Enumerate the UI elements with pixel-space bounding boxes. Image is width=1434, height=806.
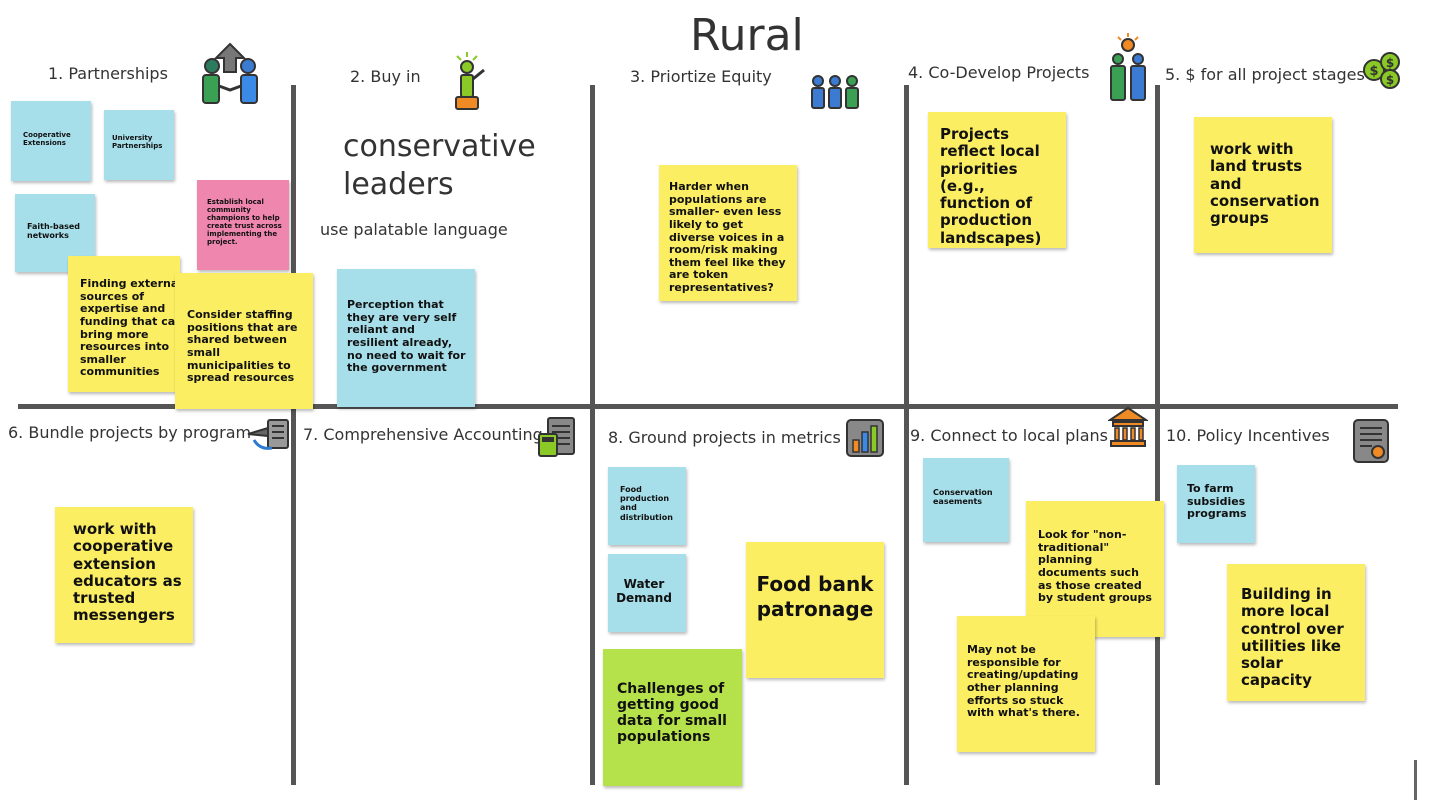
calculator-icon [538, 417, 575, 457]
header-connect-local-plans: 9. Connect to local plans [910, 426, 1108, 445]
divider-vertical-3 [904, 85, 909, 785]
sticky-note-external-sources[interactable]: Finding external sources of expertise an… [68, 256, 180, 392]
sticky-note-extension-educators[interactable]: work with cooperative extension educator… [55, 507, 193, 643]
sticky-note-not-responsible[interactable]: May not be responsible for creating/upda… [957, 616, 1095, 752]
divider-horizontal [18, 404, 1398, 409]
sticky-note-staffing-positions[interactable]: Consider staffing positions that are sha… [175, 273, 313, 409]
header-prioritize-equity: 3. Priortize Equity [630, 67, 772, 86]
policy-document-icon [1353, 419, 1389, 463]
svg-text:$: $ [1386, 73, 1394, 87]
leader-icon [455, 52, 485, 110]
sticky-note-food-production[interactable]: Food production and distribution [608, 467, 686, 545]
handshake-icon [202, 42, 258, 104]
sticky-note-solar-capacity[interactable]: Building in more local control over util… [1227, 564, 1365, 701]
sticky-note-self-reliant[interactable]: Perception that they are very self relia… [337, 269, 475, 407]
divider-vertical-4 [1155, 85, 1160, 785]
board-title: Rural [690, 10, 804, 61]
sticky-note-university-partnerships[interactable]: University Partnerships [104, 110, 174, 180]
sticky-note-cooperative-extensions[interactable]: Cooperative Extensions [11, 101, 91, 181]
header-partnerships: 1. Partnerships [48, 64, 168, 83]
header-funding-stages: 5. $ for all project stages [1165, 65, 1365, 84]
header-bundle-projects: 6. Bundle projects by program [8, 423, 252, 442]
divider-vertical-2 [590, 85, 595, 785]
header-buy-in: 2. Buy in [350, 67, 421, 86]
sticky-note-conservation-easements[interactable]: Conservation easements [923, 458, 1009, 542]
sticky-note-farm-subsidies[interactable]: To farm subsidies programs [1177, 465, 1255, 543]
header-comprehensive-accounting: 7. Comprehensive Accounting [303, 425, 543, 444]
money-coins-icon: $ $ $ [1363, 52, 1400, 89]
svg-text:$: $ [1386, 56, 1394, 70]
sticky-note-water-demand[interactable]: Water Demand [608, 554, 686, 632]
sticky-note-harder-when-smaller[interactable]: Harder when populations are smaller- eve… [659, 165, 797, 301]
divider-vertical-1 [291, 85, 296, 785]
sticky-note-local-champions[interactable]: Establish local community champions to h… [197, 180, 289, 270]
header-policy-incentives: 10. Policy Incentives [1166, 426, 1330, 445]
sticky-note-challenges-data[interactable]: Challenges of getting good data for smal… [603, 649, 742, 786]
sticky-note-food-bank[interactable]: Food bank patronage [746, 542, 884, 678]
canvas-scrollbar[interactable] [1414, 760, 1417, 800]
government-building-icon [1108, 406, 1148, 447]
people-group-icon [811, 75, 859, 109]
lightbulb-people-icon [1110, 33, 1146, 101]
paint-roller-icon [247, 419, 289, 450]
header-ground-metrics: 8. Ground projects in metrics [608, 428, 841, 447]
bar-chart-icon [846, 419, 884, 457]
sticky-note-non-traditional-plans[interactable]: Look for "non-traditional" planning docu… [1026, 501, 1164, 637]
sticky-note-land-trusts[interactable]: work with land trusts and conservation g… [1194, 117, 1332, 253]
palatable-language-text: use palatable language [320, 220, 508, 239]
sticky-note-local-priorities[interactable]: Projects reflect local priorities (e.g.,… [928, 112, 1066, 248]
header-co-develop-projects: 4. Co-Develop Projects [908, 63, 1090, 82]
svg-text:$: $ [1369, 64, 1378, 79]
conservative-leaders-text: conservative leaders [343, 129, 536, 202]
